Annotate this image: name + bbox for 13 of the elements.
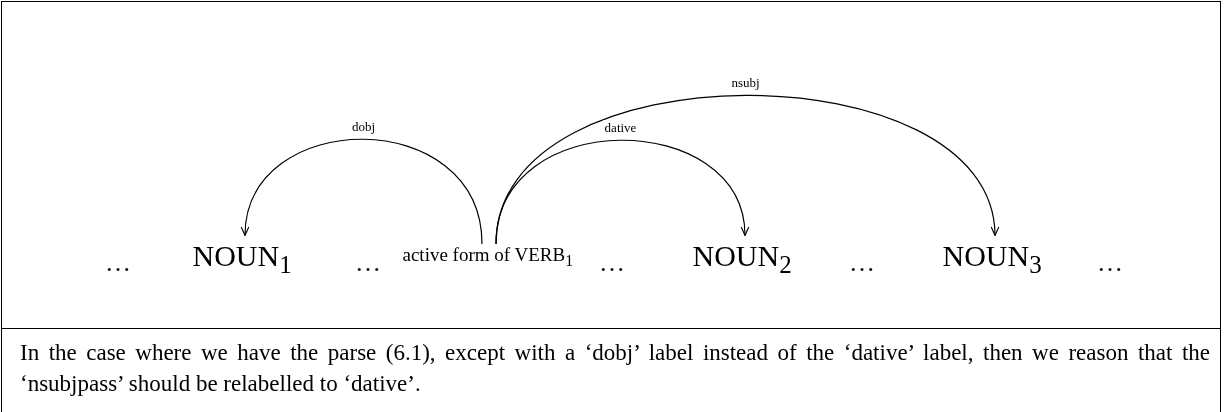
ellipsis: … — [849, 248, 879, 278]
ellipsis: … — [599, 248, 629, 278]
word-token: NOUN$_{3}$ — [942, 239, 1042, 281]
word-token: active form of VERB$_{1}$ — [402, 246, 574, 270]
dependency-arc — [495, 94, 998, 245]
caption: In the case where we have the parse (6.1), except with a ‘dobj’ label instead of the ‘dative’ label, then we reason that the ‘nsubjpass’ should be relabelled to ‘dative’. — [20, 339, 1210, 398]
ellipsis: … — [355, 248, 385, 278]
ellipsis: … — [1097, 248, 1127, 278]
ellipsis: … — [105, 248, 135, 278]
edge-label: nsubj — [729, 75, 762, 91]
dependency-arc — [242, 138, 483, 245]
word-token: NOUN$_{1}$ — [192, 239, 292, 281]
word-token: NOUN$_{2}$ — [692, 239, 792, 281]
